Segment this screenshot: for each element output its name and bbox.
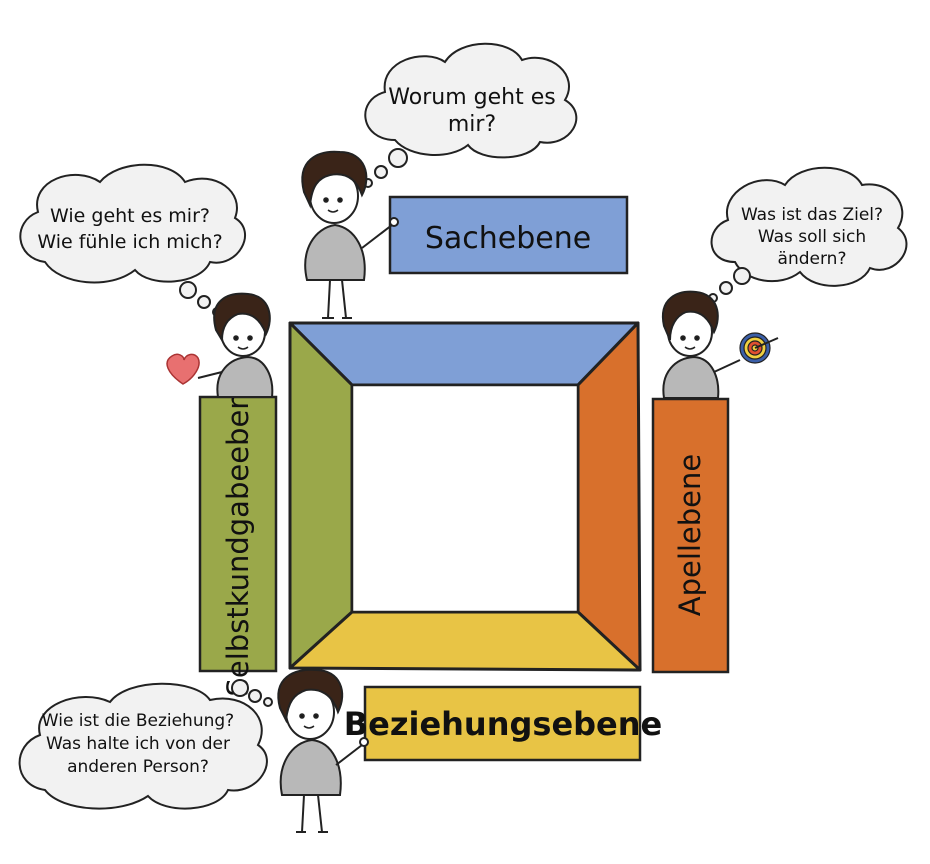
selbstkundgabe-box: Selbstkundgabeebene <box>198 373 278 697</box>
apellebene-label: Apellebene <box>673 454 707 617</box>
frame-bottom-beziehung <box>288 610 642 672</box>
frame-right-apell <box>576 321 642 672</box>
thought-bottom-line1: Wie ist die Beziehung? <box>42 711 234 731</box>
thought-bottom-line2: Was halte ich von der <box>46 734 230 754</box>
thought-left-line2: Wie fühle ich mich? <box>37 231 222 253</box>
heart-icon <box>166 353 200 385</box>
thought-cloud-right <box>708 166 908 303</box>
thought-right-line2: Was soll sich <box>758 227 866 247</box>
thought-right-line1: Was ist das Ziel? <box>741 205 883 225</box>
person-right <box>661 290 741 399</box>
frame-center <box>350 383 580 614</box>
thought-left-line1: Wie geht es mir? <box>50 205 210 227</box>
selbstkundgabe-label: Selbstkundgabeebene <box>221 373 255 696</box>
person-left <box>197 292 274 398</box>
thought-top-line1: Worum geht es <box>388 85 555 110</box>
person-top <box>301 150 399 319</box>
thought-top-line2: mir? <box>448 112 496 137</box>
person-bottom <box>277 668 369 833</box>
thought-cloud-top <box>363 42 578 188</box>
target-icon <box>739 332 779 364</box>
beziehungsebene-label: Beziehungsebene <box>344 705 662 743</box>
frame-left-selbst <box>288 321 354 670</box>
central-frame <box>288 321 642 672</box>
thought-bottom-line3: anderen Person? <box>67 757 209 777</box>
sachebene-label: Sachebene <box>425 221 591 256</box>
thought-right-line3: ändern? <box>778 249 847 269</box>
beziehungsebene-box: Beziehungsebene <box>344 685 662 762</box>
apellebene-box: Apellebene <box>651 397 730 674</box>
thought-cloud-bottom <box>18 679 273 810</box>
sachebene-box: Sachebene <box>388 195 629 275</box>
